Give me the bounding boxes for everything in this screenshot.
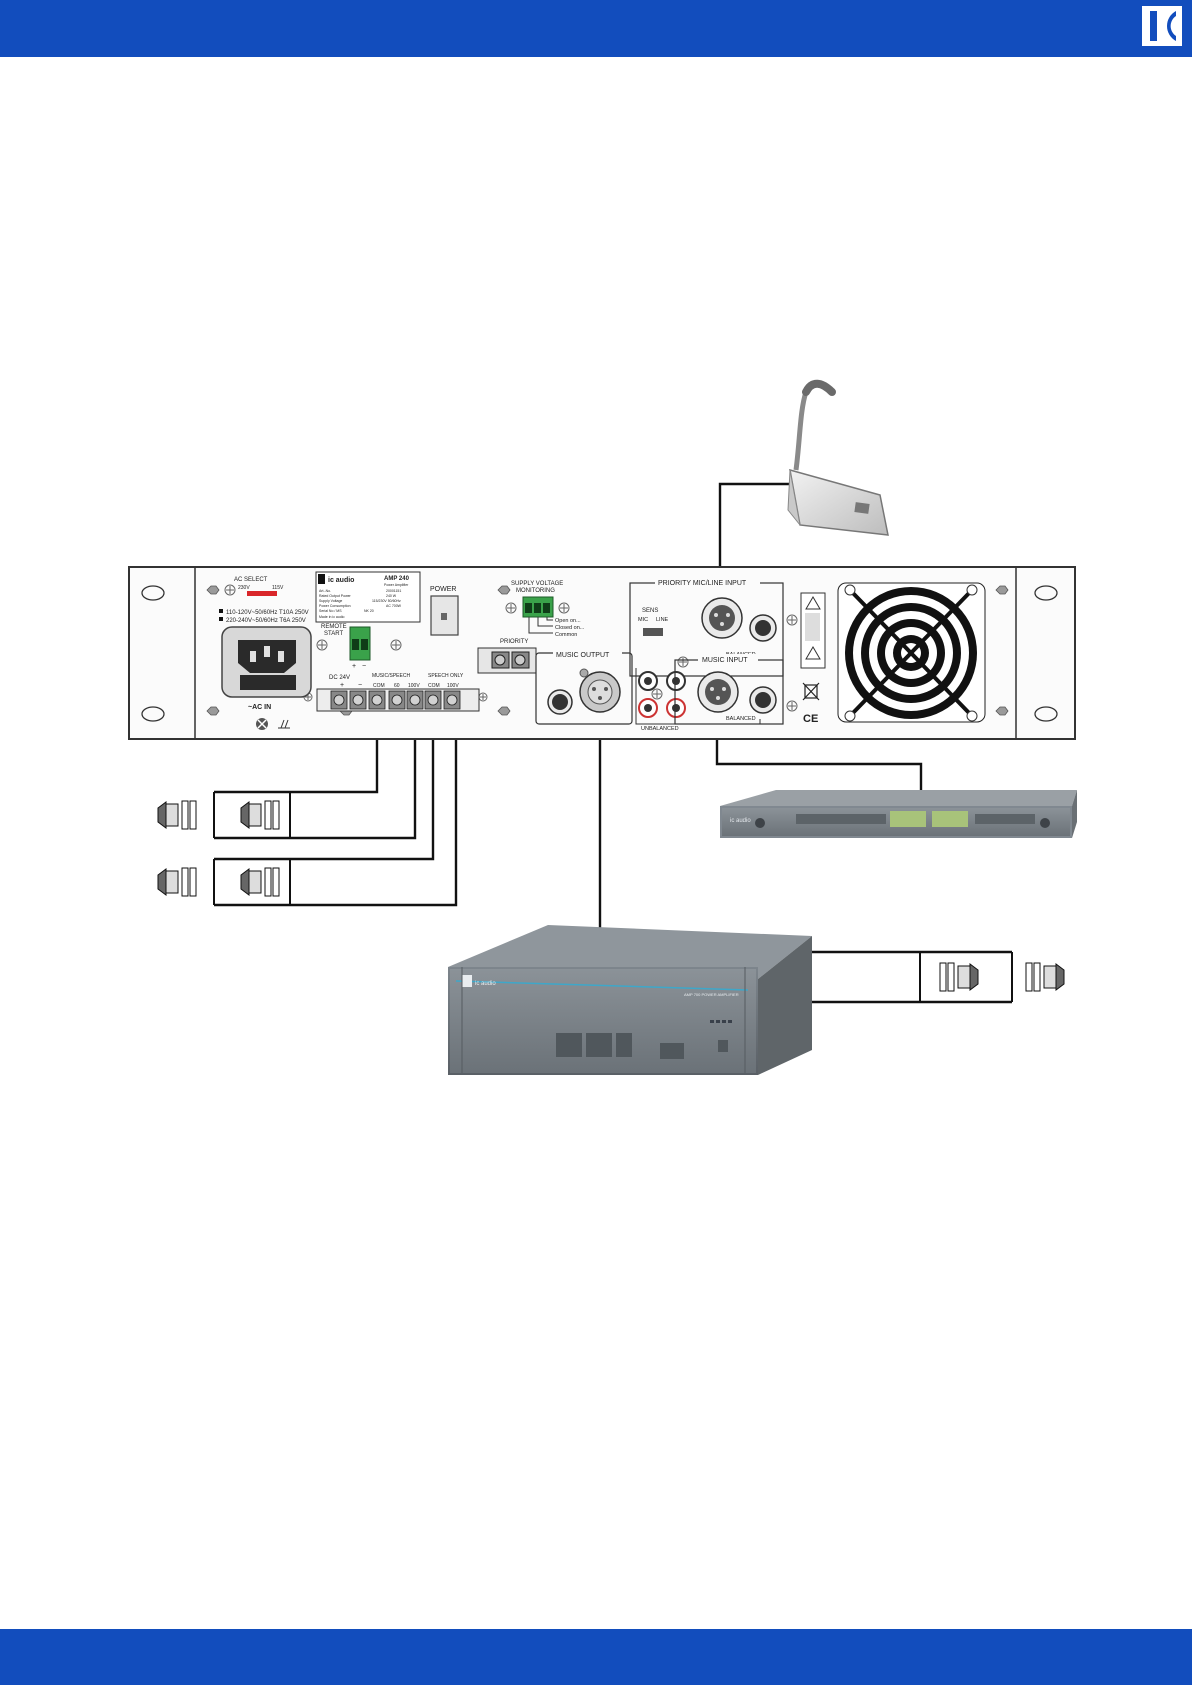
svg-text:COM: COM bbox=[373, 683, 385, 689]
svg-text:ic audio: ic audio bbox=[328, 577, 354, 584]
footer-bar bbox=[0, 1629, 1192, 1685]
speaker-pair-2 bbox=[157, 858, 291, 906]
svg-text:AMP 240: AMP 240 bbox=[384, 576, 410, 582]
svg-text:AC 700W: AC 700W bbox=[386, 604, 402, 608]
svg-text:Art.-No.: Art.-No. bbox=[319, 589, 331, 593]
svg-text:MONITORING: MONITORING bbox=[516, 588, 555, 594]
svg-text:Power Consumption: Power Consumption bbox=[319, 604, 351, 608]
svg-text:MUSIC/SPEECH: MUSIC/SPEECH bbox=[372, 673, 410, 679]
speaker-icon bbox=[157, 800, 197, 830]
svg-text:POWER: POWER bbox=[430, 586, 456, 593]
svg-text:UNBALANCED: UNBALANCED bbox=[641, 726, 679, 732]
warning-label-icon bbox=[800, 592, 826, 669]
svg-text:20001151: 20001151 bbox=[386, 589, 401, 593]
svg-text:ic audio: ic audio bbox=[475, 981, 496, 987]
svg-text:Rated Output Power: Rated Output Power bbox=[319, 594, 352, 598]
svg-text:START: START bbox=[324, 631, 343, 637]
speaker-icon bbox=[240, 800, 280, 830]
svg-text:BALANCED: BALANCED bbox=[726, 716, 756, 722]
microphone-cable bbox=[718, 482, 797, 600]
ac-select-switch[interactable] bbox=[247, 591, 277, 596]
ground-terminal-icon bbox=[256, 718, 290, 730]
sens-switch[interactable] bbox=[643, 628, 663, 636]
svg-text:Open on...: Open on... bbox=[555, 618, 581, 624]
priority-jack-input[interactable] bbox=[749, 614, 777, 642]
media-player-device: ic audio bbox=[720, 790, 1077, 838]
svg-text:+: + bbox=[340, 682, 344, 689]
svg-text:MUSIC OUTPUT: MUSIC OUTPUT bbox=[556, 652, 610, 659]
svg-text:Supply Voltage: Supply Voltage bbox=[319, 599, 342, 603]
svg-text:CE: CE bbox=[803, 713, 818, 725]
speaker-pair-3 bbox=[919, 951, 1065, 1003]
svg-text:SPEECH ONLY: SPEECH ONLY bbox=[428, 673, 464, 679]
svg-text:100V: 100V bbox=[408, 683, 420, 689]
svg-text:240 W: 240 W bbox=[386, 594, 397, 598]
remote-start-terminal[interactable] bbox=[349, 626, 371, 661]
speaker-icon bbox=[157, 867, 197, 897]
monitoring-terminal[interactable] bbox=[522, 596, 554, 618]
music-output-jack[interactable] bbox=[547, 689, 573, 715]
svg-text:COM: COM bbox=[428, 683, 440, 689]
paging-microphone bbox=[787, 379, 889, 536]
svg-text:MUSIC INPUT: MUSIC INPUT bbox=[702, 657, 748, 664]
power-amplifier-device: ic audio AMP 700 POWER AMPLIFIER bbox=[448, 925, 812, 1075]
svg-text:115/230V 50/60Hz: 115/230V 50/60Hz bbox=[372, 599, 401, 603]
svg-text:NK 20: NK 20 bbox=[364, 609, 374, 613]
svg-text:PRIORITY MIC/LINE INPUT: PRIORITY MIC/LINE INPUT bbox=[658, 580, 747, 587]
svg-text:ic audio: ic audio bbox=[730, 818, 751, 824]
priority-xlr-input[interactable] bbox=[701, 597, 743, 639]
speaker-pair-1 bbox=[157, 791, 291, 839]
rca-inputs[interactable] bbox=[638, 671, 686, 718]
speaker-icon bbox=[939, 962, 979, 992]
music-input-xlr[interactable] bbox=[697, 671, 739, 713]
power-switch[interactable] bbox=[430, 595, 459, 636]
svg-text:−: − bbox=[362, 663, 366, 670]
svg-text:SENS: SENS bbox=[642, 608, 658, 614]
weee-icon bbox=[802, 682, 820, 701]
svg-text:Common: Common bbox=[555, 632, 577, 638]
svg-text:100V: 100V bbox=[447, 683, 459, 689]
fan-grille-icon bbox=[837, 582, 986, 723]
svg-text:115V: 115V bbox=[272, 585, 284, 591]
speaker-icon bbox=[1025, 962, 1065, 992]
svg-text:Serial No / MS: Serial No / MS bbox=[319, 609, 342, 613]
svg-text:PRIORITY: PRIORITY bbox=[500, 639, 528, 645]
priority-terminal[interactable] bbox=[477, 647, 537, 674]
svg-text:AMP 700 POWER AMPLIFIER: AMP 700 POWER AMPLIFIER bbox=[684, 992, 739, 997]
music-input-jack[interactable] bbox=[749, 686, 777, 714]
svg-text:Closed on...: Closed on... bbox=[555, 625, 585, 631]
svg-text:LINE: LINE bbox=[656, 617, 669, 623]
music-output-xlr[interactable] bbox=[579, 668, 621, 713]
svg-text:60: 60 bbox=[394, 683, 400, 689]
svg-text:MIC: MIC bbox=[638, 617, 648, 623]
svg-text:REMOTE: REMOTE bbox=[321, 624, 347, 630]
svg-text:Made in ic audio: Made in ic audio bbox=[319, 615, 345, 619]
svg-text:DC 24V: DC 24V bbox=[329, 675, 350, 681]
speaker-terminal-strip[interactable] bbox=[316, 688, 480, 712]
svg-text:220-240V~50/60Hz T6A 250V: 220-240V~50/60Hz T6A 250V bbox=[226, 618, 306, 624]
svg-text:−: − bbox=[358, 682, 362, 689]
rating-label: ic audio AMP 240 Power Amplifier Art.-No… bbox=[315, 571, 421, 623]
amp-240-rear-panel: AC SELECT 230V 115V 110-120V~50/60Hz T10… bbox=[128, 566, 1076, 740]
svg-text:230V: 230V bbox=[238, 585, 250, 591]
header-bar bbox=[0, 0, 1192, 57]
svg-text:Power Amplifier: Power Amplifier bbox=[384, 583, 409, 587]
svg-text:AC SELECT: AC SELECT bbox=[234, 577, 268, 583]
speaker-icon bbox=[240, 867, 280, 897]
ac-inlet-icon bbox=[221, 626, 312, 698]
svg-text:SUPPLY VOLTAGE: SUPPLY VOLTAGE bbox=[511, 581, 563, 587]
ic-audio-logo-icon bbox=[1142, 6, 1182, 46]
svg-text:~AC IN: ~AC IN bbox=[248, 704, 271, 711]
svg-text:110-120V~50/60Hz T10A 250V: 110-120V~50/60Hz T10A 250V bbox=[226, 610, 309, 616]
speaker-wire-100v-2 bbox=[214, 700, 458, 907]
svg-text:+: + bbox=[352, 663, 356, 670]
wiring bbox=[214, 482, 1012, 1004]
mic-button-icon bbox=[854, 502, 870, 514]
